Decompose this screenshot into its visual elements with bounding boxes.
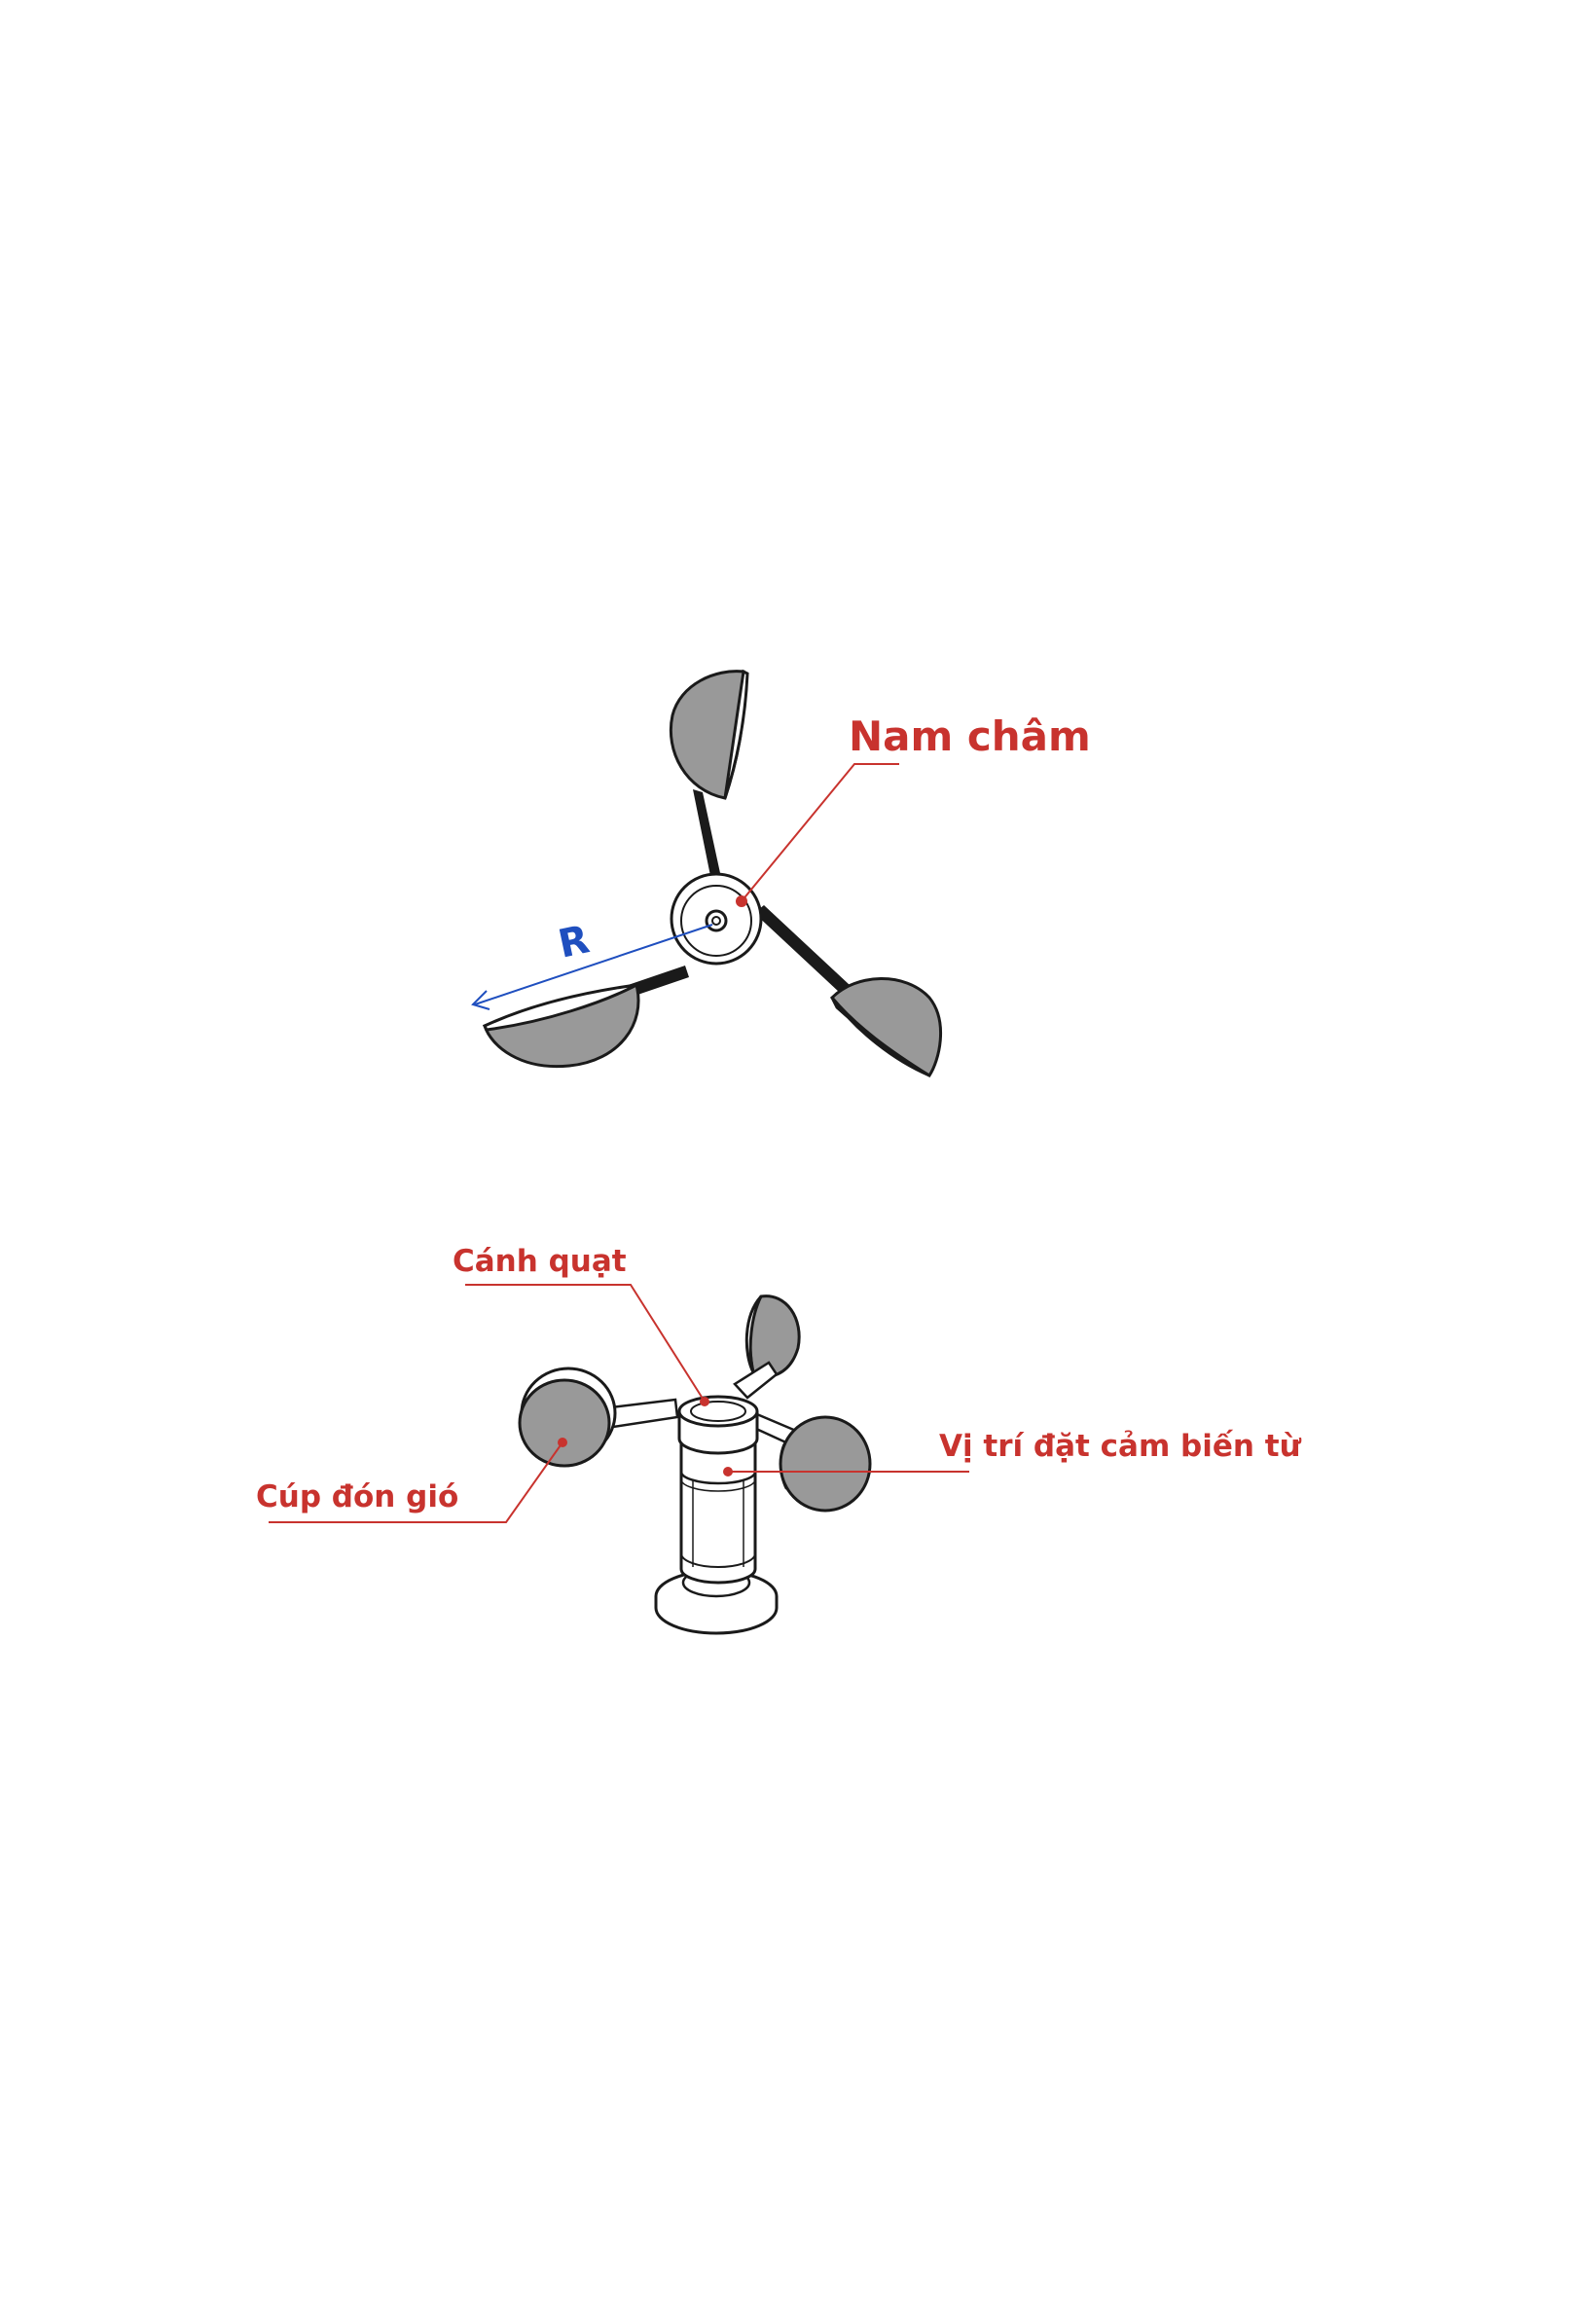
blade-marker xyxy=(700,1397,709,1406)
top-cup-up xyxy=(669,669,749,800)
sensor-label: Vị trí đặt cảm biến từ xyxy=(939,1429,1302,1464)
cup-callout xyxy=(269,1438,567,1523)
side-hub xyxy=(677,1395,759,1455)
blade-label: Cánh quạt xyxy=(453,1244,627,1279)
top-view: R Nam châm xyxy=(471,669,1091,1078)
radius-label: R xyxy=(555,917,594,966)
top-cup-left xyxy=(482,983,640,1069)
side-cup-back xyxy=(733,1294,801,1400)
magnet-label: Nam châm xyxy=(849,712,1091,760)
side-column xyxy=(679,1440,757,1585)
side-view: Cánh quạt Cúp đón gió Vị trí đặt cảm biế… xyxy=(256,1244,1302,1635)
side-arm-back xyxy=(733,1361,779,1400)
top-cups xyxy=(482,669,943,1078)
side-cup-left xyxy=(518,1367,617,1468)
magnet-marker xyxy=(736,895,747,907)
cup-marker xyxy=(558,1438,567,1447)
top-arm-up xyxy=(693,789,720,876)
blade-callout xyxy=(465,1284,709,1406)
top-cup-right xyxy=(829,977,943,1078)
side-cup-right xyxy=(779,1415,872,1513)
top-hub xyxy=(670,872,763,966)
sensor-callout xyxy=(723,1467,969,1477)
sensor-marker xyxy=(723,1467,733,1477)
magnet-callout xyxy=(736,763,899,907)
side-arm-left xyxy=(609,1398,679,1429)
top-arm-right xyxy=(754,905,850,993)
sensor-band xyxy=(679,1471,757,1485)
cup-label: Cúp đón gió xyxy=(256,1479,458,1514)
radius-arrow xyxy=(471,924,713,1010)
hub-axle xyxy=(705,909,728,932)
